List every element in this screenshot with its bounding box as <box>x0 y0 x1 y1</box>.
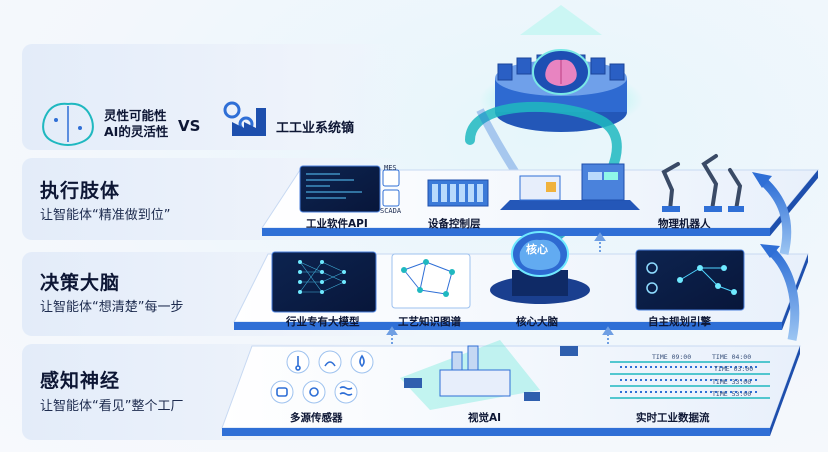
control-cabinet-graphic <box>427 179 489 207</box>
sensor-icons-graphic <box>270 350 374 404</box>
stream-time-3: TIME 03:00 <box>714 365 754 373</box>
knowledge-graph-graphic <box>391 253 471 309</box>
industry-model-label: 行业专有大模型 <box>286 316 360 328</box>
data-stream-label: 实时工业数据流 <box>636 412 710 424</box>
knowledge-graph-label: 工艺知识图谱 <box>398 316 461 328</box>
vision-factory-graphic <box>400 340 578 410</box>
software-screen-graphic <box>299 165 400 213</box>
core-brain-label: 核心大脑 <box>516 316 558 328</box>
stream-time-1: TIME 09:00 <box>652 353 692 361</box>
brain-icon <box>42 102 94 146</box>
robot-arms-graphic <box>661 154 743 212</box>
stream-time-4: TIME 33:00 <box>712 378 752 386</box>
right-up-arrows <box>752 172 800 341</box>
decision-layer-title: 决策大脑 <box>40 272 121 294</box>
planning-engine-screen-graphic <box>635 249 745 311</box>
layer-connectors <box>386 232 614 344</box>
robots-label: 物理机器人 <box>658 218 711 230</box>
ai-flexibility-line2: AI的灵活性 <box>104 124 169 139</box>
software-api-label: 工业软件API <box>306 218 368 230</box>
execution-layer-subtitle: 让智能体“精准做到位” <box>40 208 171 223</box>
vision-ai-label: 视觉AI <box>468 412 502 424</box>
core-brain-chip-graphic <box>490 231 590 304</box>
perception-layer-subtitle: 让智能体“看见”整个工厂 <box>40 399 184 414</box>
core-tag: 核心 <box>526 243 548 256</box>
scada-tag: SCADA <box>380 207 402 215</box>
factory-gear-icon <box>223 101 266 136</box>
planning-engine-label: 自主规划引擎 <box>648 316 711 328</box>
execution-layer-title: 执行肢体 <box>40 180 121 202</box>
stream-time-2: TIME 04:00 <box>712 353 752 361</box>
header-panel <box>22 44 420 150</box>
decision-layer-subtitle: 让智能体“想清楚”每一步 <box>40 300 184 315</box>
industry-system-label: 工工业系统镝 <box>276 121 355 136</box>
production-line-graphic <box>500 163 640 210</box>
stream-time-5: TIME 53:00 <box>712 390 752 398</box>
vs-label: VS <box>178 117 201 135</box>
data-stream-graphic <box>610 361 770 399</box>
neural-net-screen-graphic <box>271 251 377 313</box>
sensors-label: 多源传感器 <box>290 412 343 424</box>
ai-flexibility-line1: 灵性可能性 <box>104 108 167 123</box>
perception-layer-title: 感知神经 <box>40 370 121 392</box>
mes-tag: MES <box>384 164 397 172</box>
device-control-label: 设备控制层 <box>428 218 481 230</box>
